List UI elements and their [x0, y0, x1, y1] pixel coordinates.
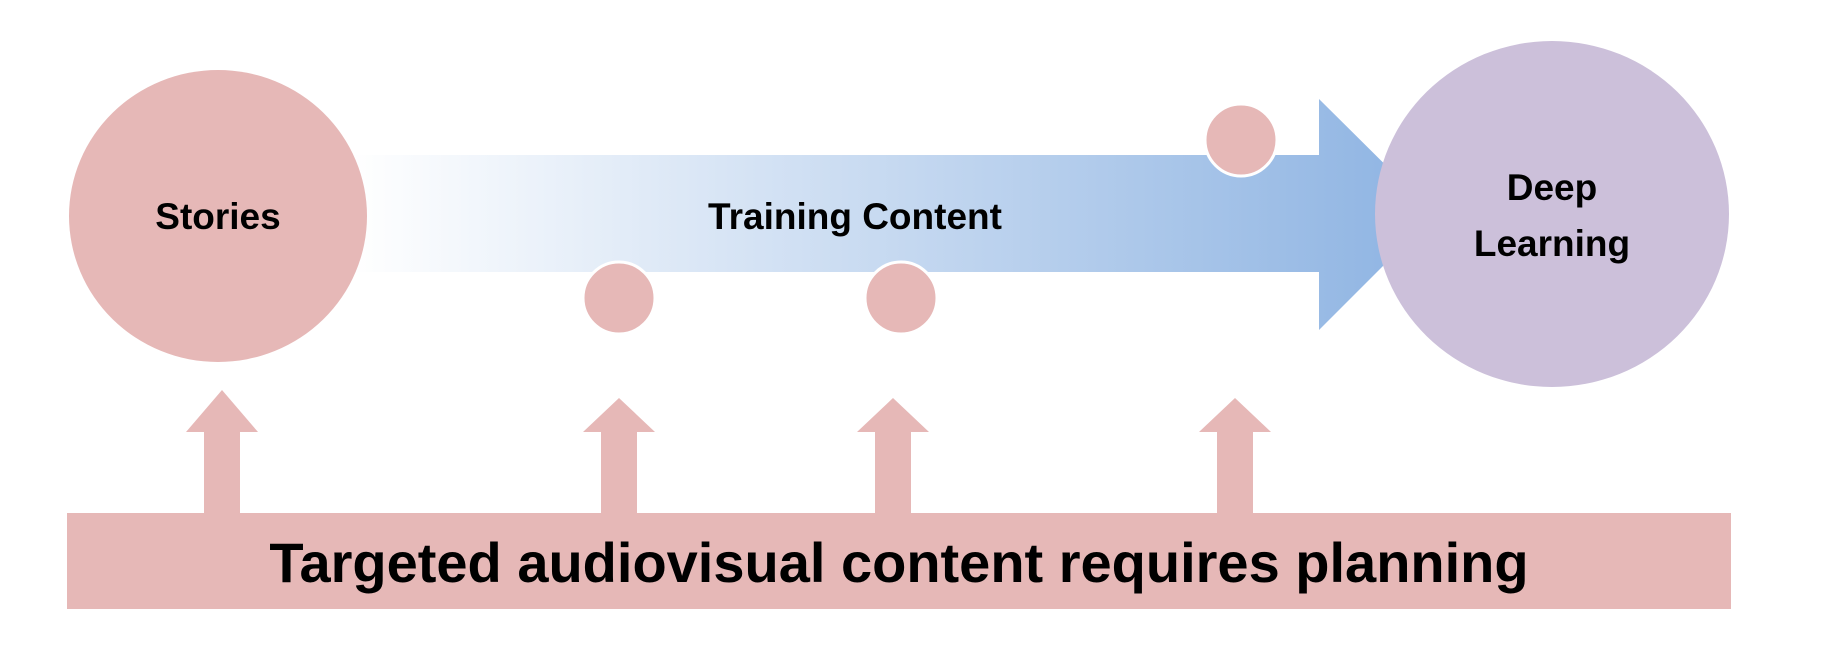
deep-learning-label-line1: Deep: [1507, 167, 1597, 208]
stories-label: Stories: [155, 196, 280, 237]
deep-learning-node: [1375, 41, 1729, 387]
foundation-bar: [67, 513, 1731, 609]
content-dot: [1203, 102, 1279, 178]
up-arrow-icon: [583, 398, 655, 515]
training-flow-arrow: [350, 99, 1435, 330]
up-arrow-icon: [186, 390, 258, 515]
foundation-label: Targeted audiovisual content requires pl…: [269, 531, 1528, 594]
content-dot: [863, 260, 939, 336]
stories-node: [69, 70, 367, 362]
up-arrow-icon: [1199, 398, 1271, 515]
content-dot: [581, 260, 657, 336]
deep-learning-label-line2: Learning: [1474, 223, 1630, 264]
up-arrow-icon: [857, 398, 929, 515]
training-content-label: Training Content: [708, 196, 1002, 237]
